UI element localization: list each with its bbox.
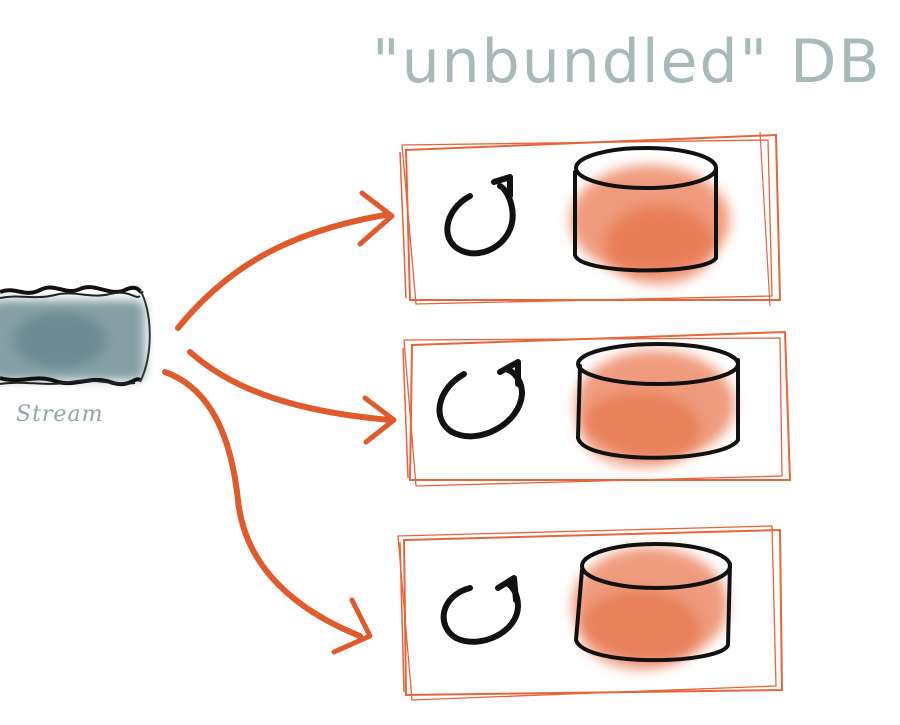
- stream-body: [0, 285, 151, 387]
- arrow-bottom: [162, 369, 373, 655]
- refresh-icon: [440, 575, 521, 645]
- arrows: [162, 190, 397, 655]
- arrow-top: [175, 190, 395, 331]
- database-icon: [575, 342, 740, 468]
- node-box-outline: [399, 131, 782, 307]
- arrow-middle: [187, 349, 397, 445]
- node-box-outline: [397, 525, 784, 701]
- refresh-icon: [444, 174, 516, 257]
- node-box-3: [397, 525, 784, 701]
- node-box-1: [399, 131, 782, 307]
- database-icon: [572, 542, 732, 670]
- node-box-2: [402, 330, 792, 487]
- node-box-outline: [402, 330, 792, 487]
- stream-label: Stream: [16, 402, 103, 427]
- stream: Stream: [0, 285, 151, 427]
- database-icon: [570, 146, 730, 285]
- diagram-title: "unbundled" DB: [372, 27, 882, 97]
- refresh-icon: [436, 359, 525, 440]
